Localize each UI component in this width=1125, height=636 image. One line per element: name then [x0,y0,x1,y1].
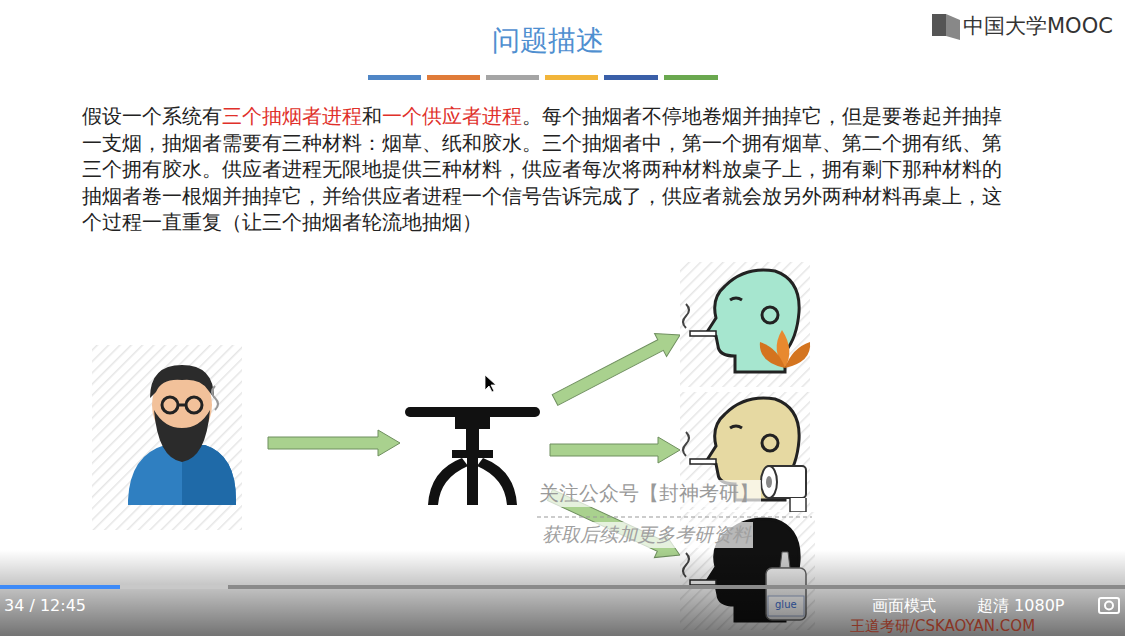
cursor [485,375,496,392]
table-icon [405,407,540,505]
watermark: 获取后续加更多考研资料 [540,522,753,548]
video-button: 超清 1080P [977,596,1064,617]
slide-title: 问题描述 [398,22,698,60]
watermark: 关注公众号【封神考研】 [537,480,761,507]
highlight-text: 三个抽烟者进程 [222,104,362,128]
site-watermark: 王道考研/CSKAOYAN.COM [850,617,1035,636]
paragraph-text: 和 [362,104,382,128]
supplier-figure [92,345,242,530]
mooc-logo-icon [932,14,960,40]
video-button: 画面模式 [872,596,936,617]
logo-text: 中国大学MOOC [963,12,1113,40]
video-time: 34 / 12:45 [4,596,86,615]
smoker-tobacco [680,262,810,387]
watermark-line [537,517,812,518]
problem-paragraph: 假设一个系统有三个抽烟者进程和一个供应者进程。每个抽烟者不停地卷烟并抽掉它，但是… [82,103,1010,236]
glue-label: glue [775,599,797,610]
title-color-bars [368,75,718,80]
highlight-text: 一个供应者进程 [382,104,522,128]
paragraph-text: 假设一个系统有 [82,104,222,128]
